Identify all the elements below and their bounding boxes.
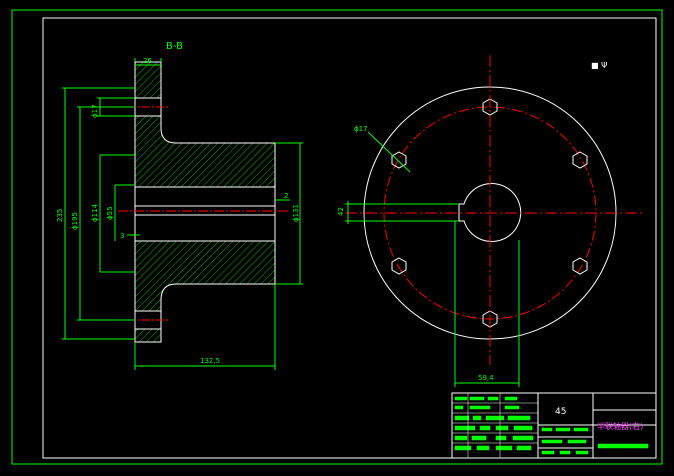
outer-frame	[11, 9, 663, 465]
part-name-text: 半联轴器(右)	[597, 421, 643, 431]
title-block-lines	[452, 393, 538, 458]
bore-with-keyway	[458, 183, 522, 242]
section-view	[118, 61, 290, 343]
hole-leader	[367, 131, 411, 173]
inner-frame	[42, 17, 657, 459]
dim-chamfer: 3	[120, 232, 124, 240]
section-label: B-B	[166, 41, 183, 52]
bore-outline	[134, 186, 276, 242]
upper-section-hatch	[134, 61, 276, 188]
dim-end-hole-dia: ϕ17	[354, 125, 368, 133]
section-dimension-texts: 26 235 ϕ195 ϕ17 ϕ114 ϕ55 ϕ131 2 3 132,5	[56, 57, 300, 365]
dim-hub-dia: ϕ114	[91, 203, 99, 222]
end-view	[345, 55, 645, 365]
title-block-grid	[454, 396, 649, 455]
end-view-dimensions	[345, 201, 520, 387]
dim-hub-length: 132,5	[200, 357, 220, 365]
dim-flange-thickness: 26	[143, 57, 152, 65]
dim-keyway-width: 42	[337, 207, 345, 216]
view-marker: ■ Ψ	[591, 61, 607, 70]
dim-bore-dia: ϕ55	[106, 206, 114, 220]
dim-bolt-hole-dia: ϕ17	[91, 104, 99, 118]
dim-outer-dia: 235	[56, 209, 64, 222]
bolt-hole	[572, 257, 588, 275]
dim-keyway-depth: 2	[284, 192, 288, 200]
dim-keyway-offset: 59,4	[478, 374, 494, 382]
dim-hub-outer-dia: ϕ131	[292, 204, 300, 222]
bolt-hole	[572, 151, 588, 169]
title-block	[451, 392, 657, 459]
end-view-dimension-texts: ϕ17 42 59,4	[337, 125, 494, 382]
bolt-hole	[391, 257, 407, 275]
section-dimensions	[62, 58, 303, 370]
bolt-hole	[391, 151, 407, 169]
dim-bolt-circle-dia: ϕ195	[71, 212, 79, 230]
material-text: 45	[555, 407, 566, 417]
